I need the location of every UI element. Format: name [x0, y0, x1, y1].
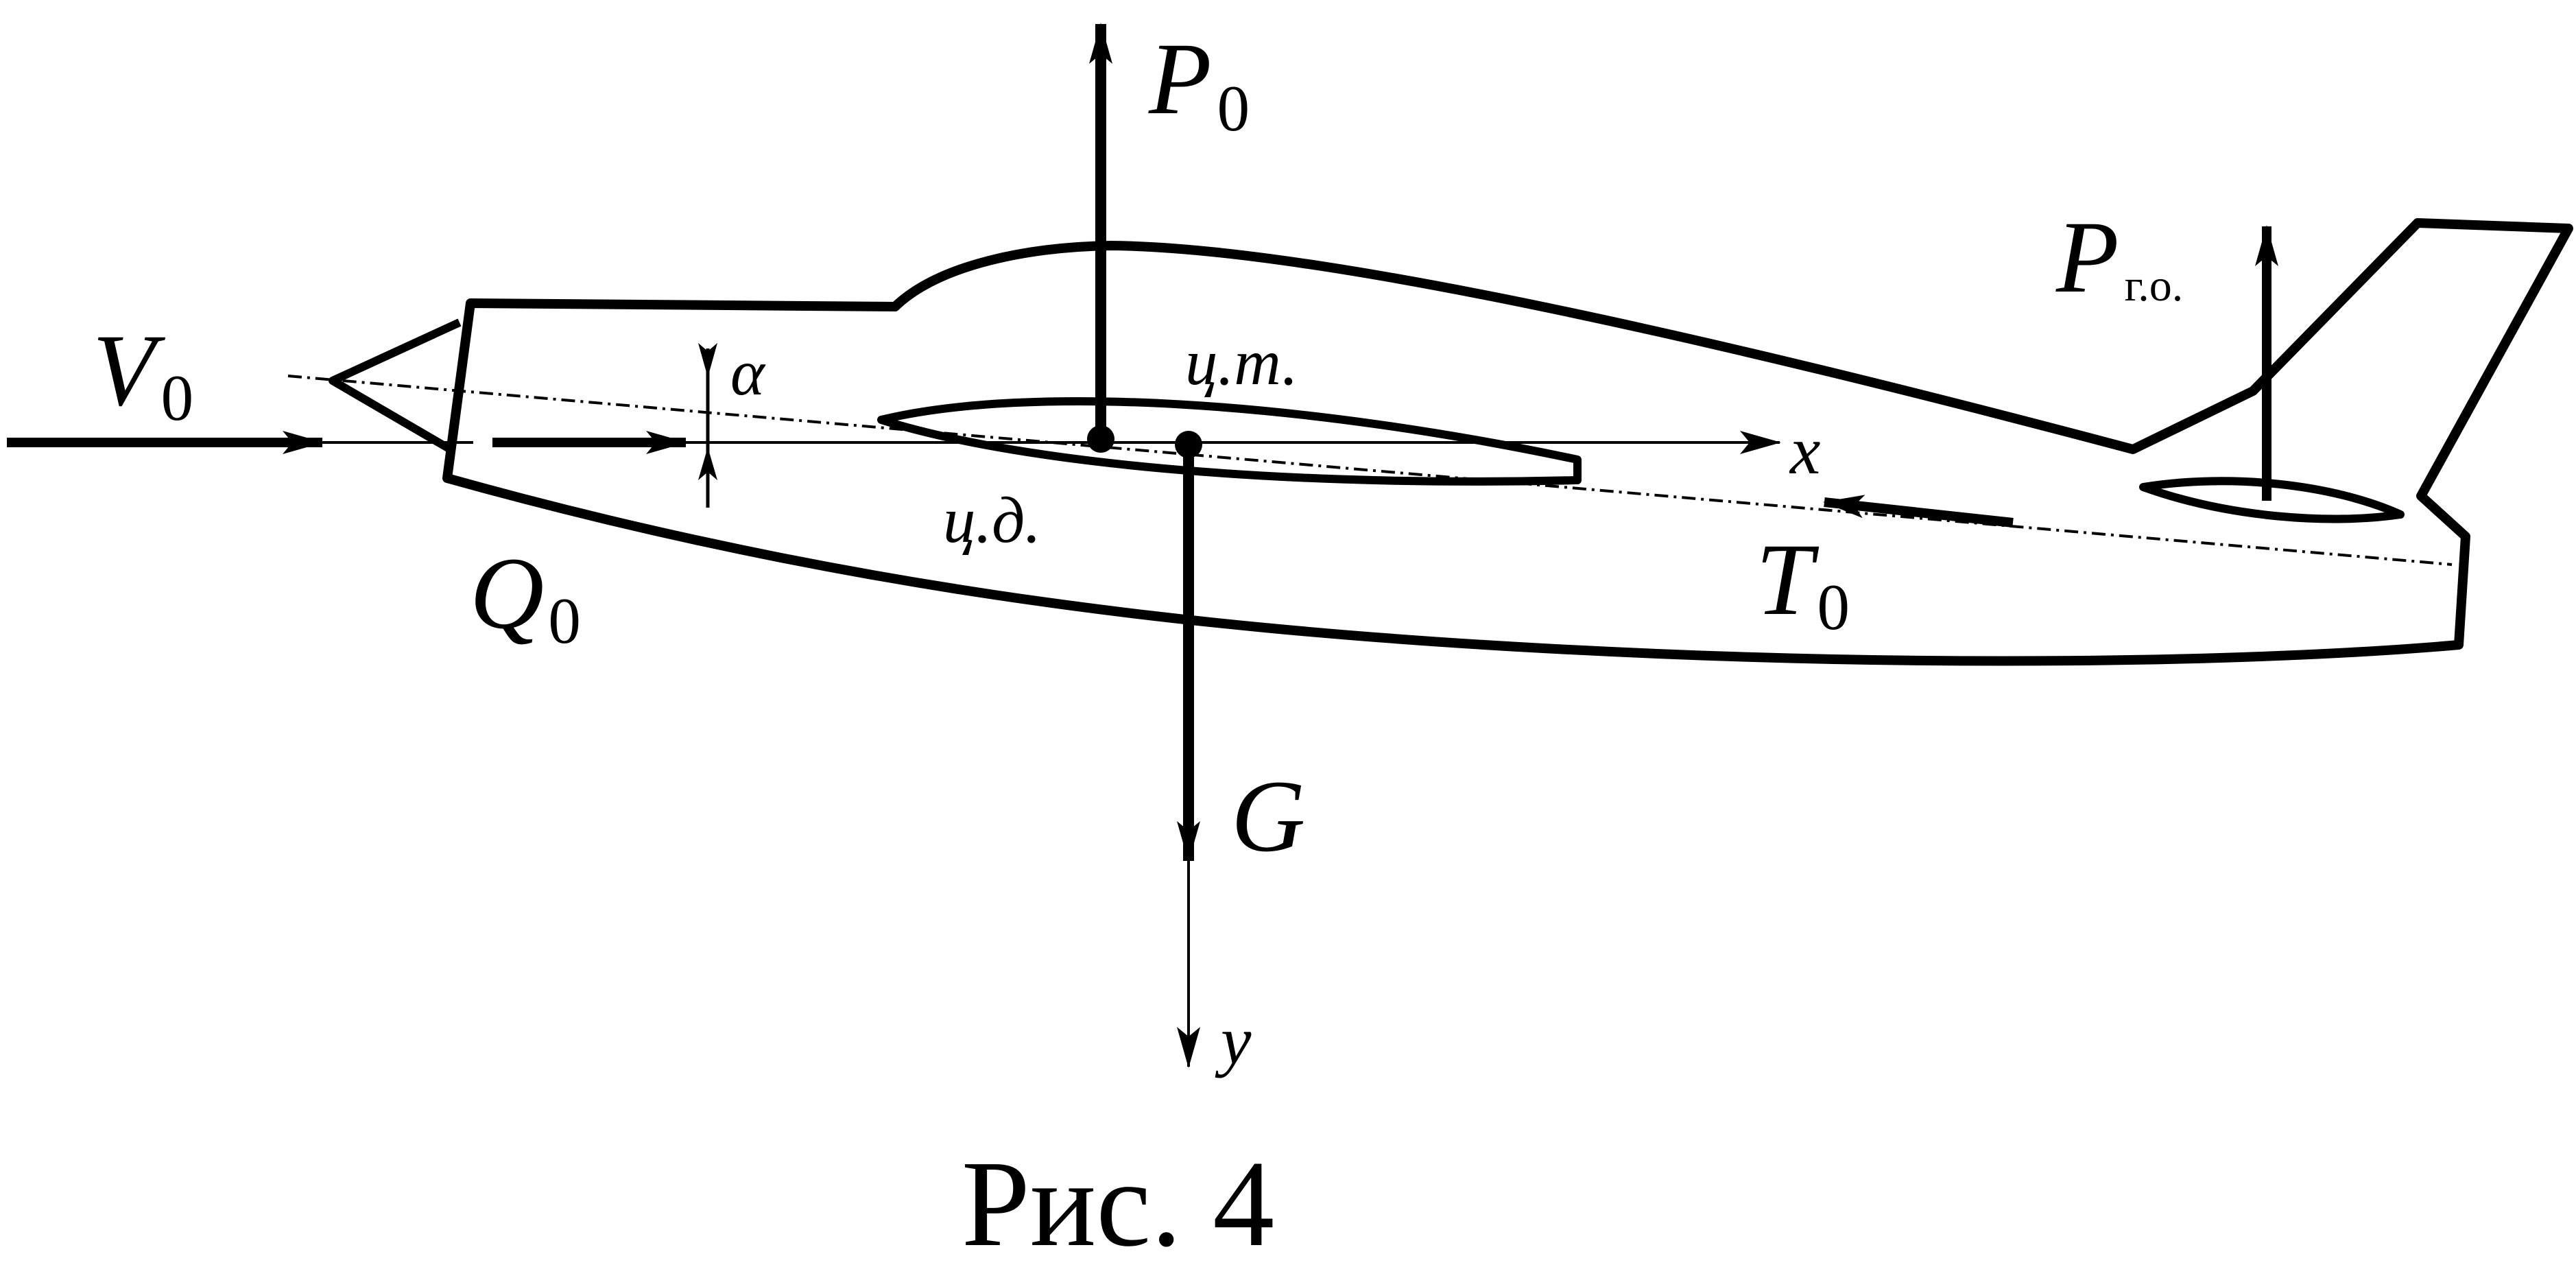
label-axis-x: x — [1789, 412, 1820, 488]
horizontal-tail — [2139, 477, 2405, 523]
longitudinal-axis-line — [287, 375, 2453, 566]
center-of-pressure-dot — [1087, 425, 1114, 453]
label-p0: P0 — [1148, 22, 1250, 145]
label-v0: V0 — [93, 313, 193, 434]
thrust-arrow — [1823, 495, 2014, 528]
label-alpha: α — [730, 336, 766, 409]
label-t0: T0 — [1756, 523, 1850, 643]
label-g: G — [1231, 759, 1305, 873]
nose-cone — [329, 318, 462, 455]
label-q0: Q0 — [470, 536, 581, 657]
angle-arrow-bottom — [698, 447, 717, 480]
angle-arrow-top — [698, 343, 717, 377]
label-center-of-gravity: ц.т. — [1185, 326, 1298, 399]
wing-airfoil — [877, 397, 1582, 486]
label-axis-y: y — [1215, 1002, 1252, 1078]
center-of-gravity-dot — [1175, 431, 1202, 458]
fuselage-outline — [442, 218, 2573, 666]
figure-caption: Рис. 4 — [962, 1135, 1274, 1272]
label-center-of-pressure: ц.д. — [943, 484, 1041, 556]
